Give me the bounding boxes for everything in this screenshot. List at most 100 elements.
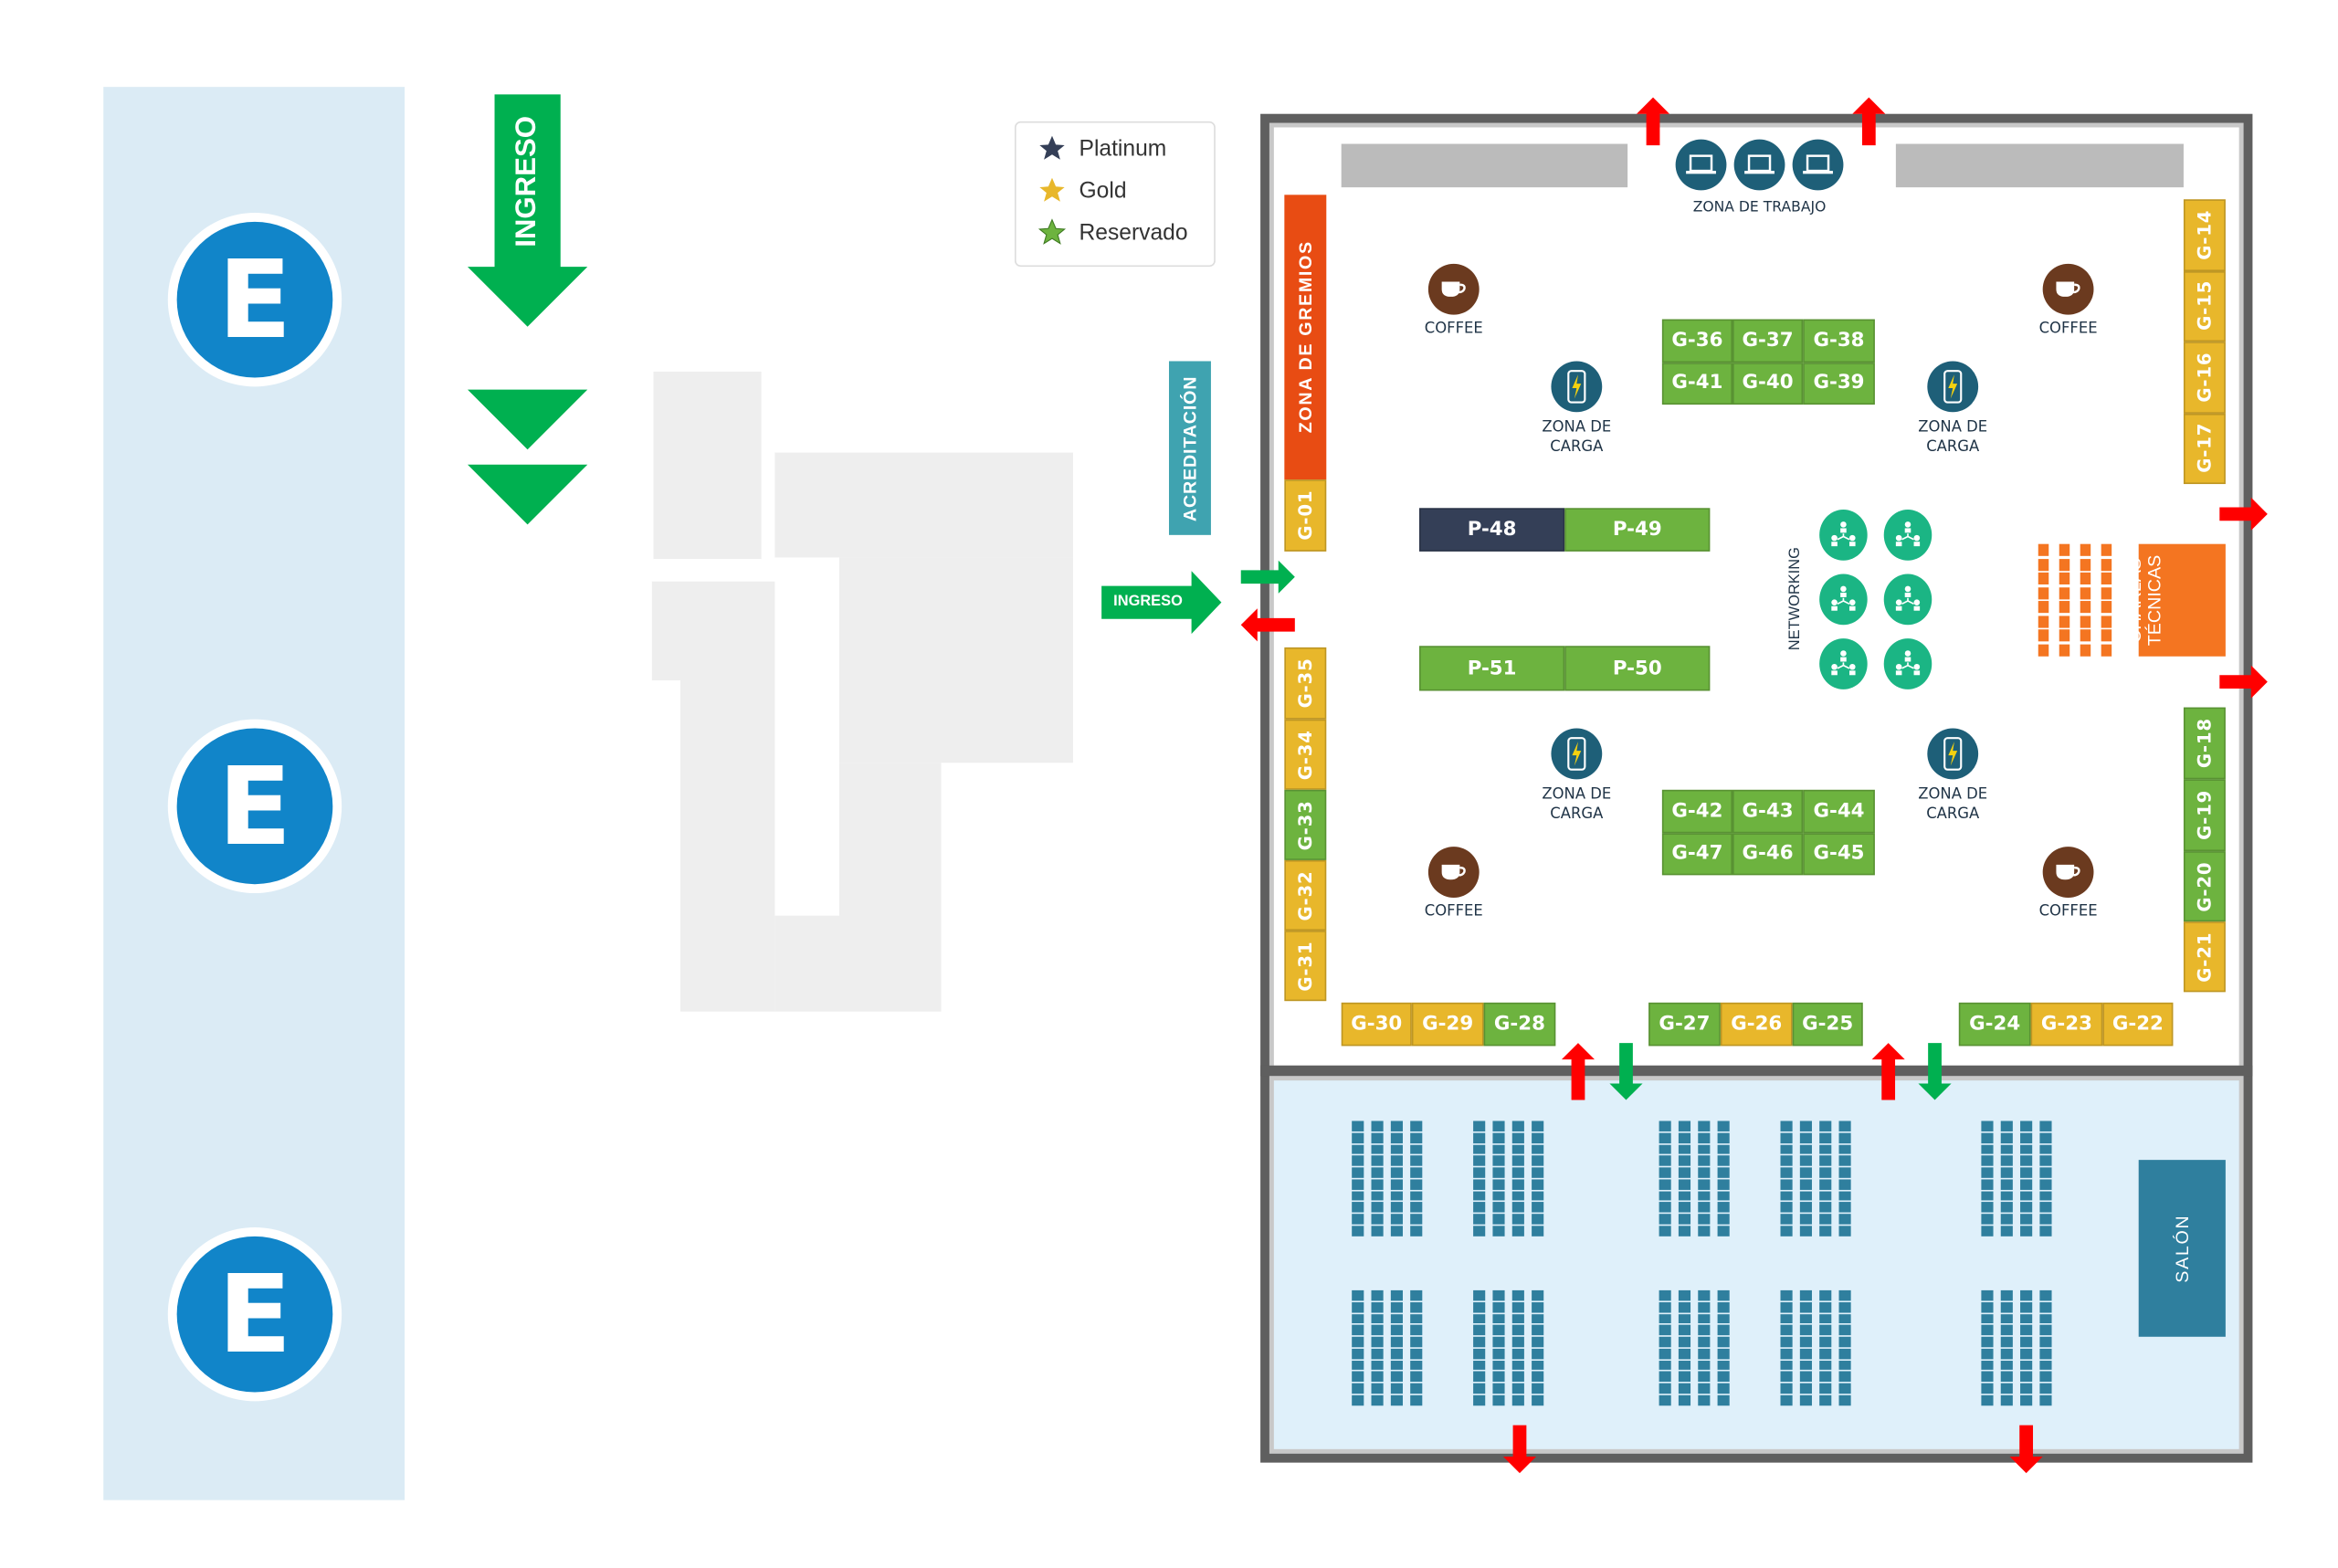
booth-p-50[interactable]: P-50 xyxy=(1564,646,1711,691)
booth-g-43[interactable]: G-43 xyxy=(1732,789,1804,833)
networking-people-icon[interactable] xyxy=(1883,638,1933,689)
chair xyxy=(2038,586,2049,599)
booth-g-34[interactable]: G-34 xyxy=(1284,719,1327,790)
coffee-label: COFFEE xyxy=(2038,321,2098,338)
seat xyxy=(1390,1179,1403,1190)
seat xyxy=(1678,1371,1691,1383)
booth-g-33[interactable]: G-33 xyxy=(1284,789,1327,860)
seat xyxy=(1352,1202,1364,1213)
seat xyxy=(1352,1360,1364,1371)
booth-p-51[interactable]: P-51 xyxy=(1419,646,1565,691)
coffee-label: COFFEE xyxy=(1424,903,1483,921)
seat xyxy=(1698,1336,1711,1347)
entry-arrow-right-icon xyxy=(1240,560,1295,594)
booth-g-01[interactable]: G-01 xyxy=(1284,479,1327,552)
booth-g-17[interactable]: G-17 xyxy=(2183,413,2226,485)
booth-p-49[interactable]: P-49 xyxy=(1564,508,1711,552)
booth-g-45[interactable]: G-45 xyxy=(1803,832,1875,876)
booth-g-15[interactable]: G-15 xyxy=(2183,270,2226,342)
seat xyxy=(1698,1121,1711,1131)
booth-g-40[interactable]: G-40 xyxy=(1732,362,1804,405)
exit-arrow-up-icon xyxy=(1871,1043,1905,1100)
booth-g-42[interactable]: G-42 xyxy=(1661,789,1732,833)
seat xyxy=(1799,1225,1812,1237)
seat xyxy=(1390,1155,1403,1166)
seat xyxy=(1410,1348,1423,1359)
seat xyxy=(1659,1179,1671,1190)
seat xyxy=(1410,1132,1423,1143)
booth-g-19[interactable]: G-19 xyxy=(2183,779,2226,852)
booth-p-48[interactable]: P-48 xyxy=(1419,508,1565,552)
seat xyxy=(1352,1313,1364,1324)
seat xyxy=(1659,1190,1671,1201)
seat xyxy=(1492,1394,1505,1405)
seat xyxy=(1678,1121,1691,1131)
seat xyxy=(1717,1301,1730,1312)
entry-arrow-down-icon xyxy=(1918,1043,1952,1100)
booth-g-25[interactable]: G-25 xyxy=(1792,1002,1863,1047)
booth-g-46[interactable]: G-46 xyxy=(1732,832,1804,876)
booth-g-18[interactable]: G-18 xyxy=(2183,707,2226,780)
networking-people-icon[interactable] xyxy=(1819,574,1868,626)
booth-g-14[interactable]: G-14 xyxy=(2183,199,2226,271)
booth-g-47[interactable]: G-47 xyxy=(1661,832,1732,876)
chair xyxy=(2059,572,2070,584)
seat xyxy=(1390,1214,1403,1225)
seat xyxy=(1352,1371,1364,1383)
seat xyxy=(1410,1167,1423,1178)
seat xyxy=(1511,1167,1524,1178)
booth-g-30[interactable]: G-30 xyxy=(1341,1002,1412,1047)
booth-g-26[interactable]: G-26 xyxy=(1720,1002,1793,1047)
networking-people-icon[interactable] xyxy=(1819,509,1868,561)
seat xyxy=(1819,1383,1832,1394)
seat xyxy=(1410,1325,1423,1336)
networking-people-icon[interactable] xyxy=(1819,638,1868,689)
booth-g-38[interactable]: G-38 xyxy=(1803,319,1875,363)
booth-g-36[interactable]: G-36 xyxy=(1661,319,1732,363)
seat xyxy=(2020,1336,2033,1347)
legend: Platinum Gold Reservado xyxy=(1014,121,1216,268)
seat xyxy=(1659,1360,1671,1371)
seat xyxy=(1532,1313,1544,1324)
booth-g-24[interactable]: G-24 xyxy=(1958,1002,2031,1047)
booth-g-28[interactable]: G-28 xyxy=(1483,1002,1556,1047)
networking-people-icon[interactable] xyxy=(1883,574,1933,626)
seat xyxy=(1659,1301,1671,1312)
exit-marker[interactable]: E xyxy=(167,213,342,387)
seat xyxy=(1717,1167,1730,1178)
seat xyxy=(1492,1348,1505,1359)
seat xyxy=(2000,1143,2013,1155)
exit-marker[interactable]: E xyxy=(167,1226,342,1402)
booth-g-31[interactable]: G-31 xyxy=(1284,931,1327,1002)
booth-g-39[interactable]: G-39 xyxy=(1803,362,1875,405)
booth-g-41[interactable]: G-41 xyxy=(1661,362,1732,405)
chair xyxy=(2059,629,2070,642)
seat xyxy=(1352,1336,1364,1347)
booth-g-29[interactable]: G-29 xyxy=(1411,1002,1484,1047)
booth-g-27[interactable]: G-27 xyxy=(1648,1002,1721,1047)
booth-g-22[interactable]: G-22 xyxy=(2102,1002,2174,1047)
networking-people-icon[interactable] xyxy=(1883,509,1933,561)
seat xyxy=(1780,1394,1793,1405)
chair xyxy=(2080,643,2091,656)
chair xyxy=(2038,543,2049,556)
booth-g-37[interactable]: G-37 xyxy=(1732,319,1804,363)
booth-g-20[interactable]: G-20 xyxy=(2183,851,2226,922)
booth-g-23[interactable]: G-23 xyxy=(2030,1002,2103,1047)
booth-g-44[interactable]: G-44 xyxy=(1803,789,1875,833)
exit-marker[interactable]: E xyxy=(167,719,342,894)
legend-label: Gold xyxy=(1079,177,1127,204)
booth-g-16[interactable]: G-16 xyxy=(2183,342,2226,414)
booth-g-32[interactable]: G-32 xyxy=(1284,859,1327,931)
seat xyxy=(1352,1121,1364,1131)
booth-g-35[interactable]: G-35 xyxy=(1284,647,1327,720)
seat xyxy=(1511,1155,1524,1166)
seat xyxy=(1819,1336,1832,1347)
seat xyxy=(1838,1383,1851,1394)
seat xyxy=(1717,1336,1730,1347)
seat xyxy=(1799,1325,1812,1336)
seat xyxy=(1473,1167,1486,1178)
seat xyxy=(1492,1143,1505,1155)
booth-g-21[interactable]: G-21 xyxy=(2183,921,2226,993)
seat xyxy=(1717,1155,1730,1166)
